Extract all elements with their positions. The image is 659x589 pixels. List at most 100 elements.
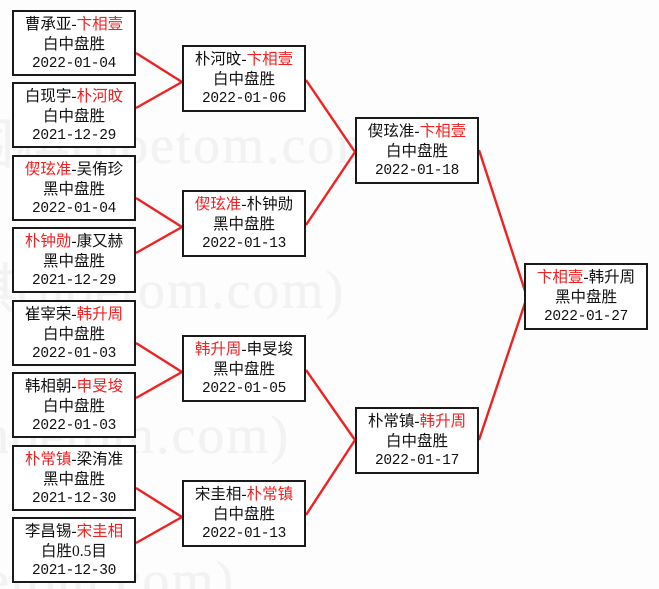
match-box[interactable]: 偰玹准-朴钟勋黑中盘胜 2022-01-13 <box>182 190 306 257</box>
player-separator: - <box>71 233 77 250</box>
match-result: 白中盘胜 <box>42 325 105 343</box>
match-players: 曹承亚-卞相壹 <box>14 15 134 35</box>
connector-r1m4-to-r2m2 <box>135 225 183 255</box>
player-left: 偰玹准 <box>24 161 72 178</box>
match-date: 2022-01-27 <box>543 308 628 325</box>
player-right: 韩升周 <box>588 269 636 286</box>
player-separator: - <box>583 269 589 286</box>
player-separator: - <box>414 413 420 430</box>
match-players: 宋圭相-朴常镇 <box>184 485 304 505</box>
match-players: 偰玹准-卞相壹 <box>357 122 477 142</box>
player-left: 李昌锡 <box>24 523 72 540</box>
match-result: 白中盘胜 <box>385 432 448 450</box>
player-left: 朴河旼 <box>194 51 242 68</box>
player-separator: - <box>241 341 247 358</box>
match-players: 偰玹准-吴侑珍 <box>14 160 134 180</box>
player-left: 宋圭相 <box>194 486 242 503</box>
player-separator: - <box>71 378 77 395</box>
player-left: 崔宰荣 <box>24 306 72 323</box>
player-right: 韩升周 <box>419 413 467 430</box>
match-result: 白中盘胜 <box>42 35 105 53</box>
player-left: 韩相朝 <box>24 378 72 395</box>
match-players: 朴常镇-韩升周 <box>357 412 477 432</box>
player-left: 曹承亚 <box>24 16 72 33</box>
player-left: 偰玹准 <box>367 123 415 140</box>
match-date: 2022-01-03 <box>31 417 116 434</box>
match-players: 朴河旼-卞相壹 <box>184 50 304 70</box>
match-result: 白中盘胜 <box>212 505 275 523</box>
match-result: 白中盘胜 <box>42 397 105 415</box>
match-result: 黑中盘胜 <box>212 215 275 233</box>
connector-r2m1-to-r3m1 <box>305 79 356 153</box>
connector-r2m3-to-r3m2 <box>305 369 356 441</box>
player-right: 申旻埈 <box>246 341 294 358</box>
player-right: 朴河旼 <box>76 88 124 105</box>
connector-r3m2-to-r4m1 <box>477 296 529 441</box>
player-right: 吴侑珍 <box>76 161 124 178</box>
player-separator: - <box>71 161 77 178</box>
player-right: 卞相壹 <box>76 16 124 33</box>
connector-r1m6-to-r2m3 <box>135 370 183 400</box>
match-players: 朴钟勋-康又赫 <box>14 232 134 252</box>
match-date: 2022-01-13 <box>201 525 286 542</box>
match-date: 2022-01-18 <box>374 162 459 179</box>
match-date: 2022-01-05 <box>201 380 286 397</box>
match-players: 韩相朝-申旻埈 <box>14 377 134 397</box>
player-right: 卞相壹 <box>246 51 294 68</box>
player-left: 白现宇 <box>24 88 72 105</box>
player-right: 朴常镇 <box>246 486 294 503</box>
player-left: 朴钟勋 <box>24 233 72 250</box>
player-separator: - <box>241 486 247 503</box>
match-date: 2021-12-29 <box>31 272 116 289</box>
match-result: 白中盘胜 <box>385 142 448 160</box>
player-right: 朴钟勋 <box>246 196 294 213</box>
match-players: 韩升周-申旻埈 <box>184 340 304 360</box>
connector-r1m1-to-r2m1 <box>135 51 183 84</box>
player-right: 申旻埈 <box>76 378 124 395</box>
match-players: 卞相壹-韩升周 <box>526 268 646 288</box>
match-result: 黑中盘胜 <box>554 288 617 306</box>
connector-r1m8-to-r2m4 <box>135 515 183 545</box>
player-right: 宋圭相 <box>76 523 124 540</box>
match-players: 李昌锡-宋圭相 <box>14 522 134 542</box>
player-separator: - <box>71 88 77 105</box>
match-result: 白胜0.5目 <box>41 542 107 560</box>
match-result: 黑中盘胜 <box>42 180 105 198</box>
match-date: 2021-12-30 <box>31 562 116 579</box>
match-date: 2022-01-17 <box>374 452 459 469</box>
player-left: 朴常镇 <box>24 451 72 468</box>
player-separator: - <box>241 196 247 213</box>
match-box[interactable]: 卞相壹-韩升周黑中盘胜 2022-01-27 <box>524 263 648 330</box>
connector-r1m3-to-r2m2 <box>135 196 183 229</box>
player-separator: - <box>414 123 420 140</box>
player-right: 韩升周 <box>76 306 124 323</box>
match-date: 2021-12-29 <box>31 127 116 144</box>
match-date: 2022-01-04 <box>31 55 116 72</box>
match-players: 崔宰荣-韩升周 <box>14 305 134 325</box>
match-box[interactable]: 偰玹准-卞相壹白中盘胜 2022-01-18 <box>355 117 479 184</box>
player-right: 梁洧准 <box>76 451 124 468</box>
match-date: 2022-01-04 <box>31 200 116 217</box>
player-separator: - <box>71 451 77 468</box>
match-players: 白现宇-朴河旼 <box>14 87 134 107</box>
player-right: 康又赫 <box>76 233 124 250</box>
player-left: 朴常镇 <box>367 413 415 430</box>
match-box[interactable]: 李昌锡-宋圭相白胜0.5目 2021-12-30 <box>12 517 136 583</box>
player-separator: - <box>71 306 77 323</box>
connector-r1m2-to-r2m1 <box>135 80 183 110</box>
match-date: 2022-01-13 <box>201 235 286 252</box>
player-left: 偰玹准 <box>194 196 242 213</box>
player-separator: - <box>71 16 77 33</box>
